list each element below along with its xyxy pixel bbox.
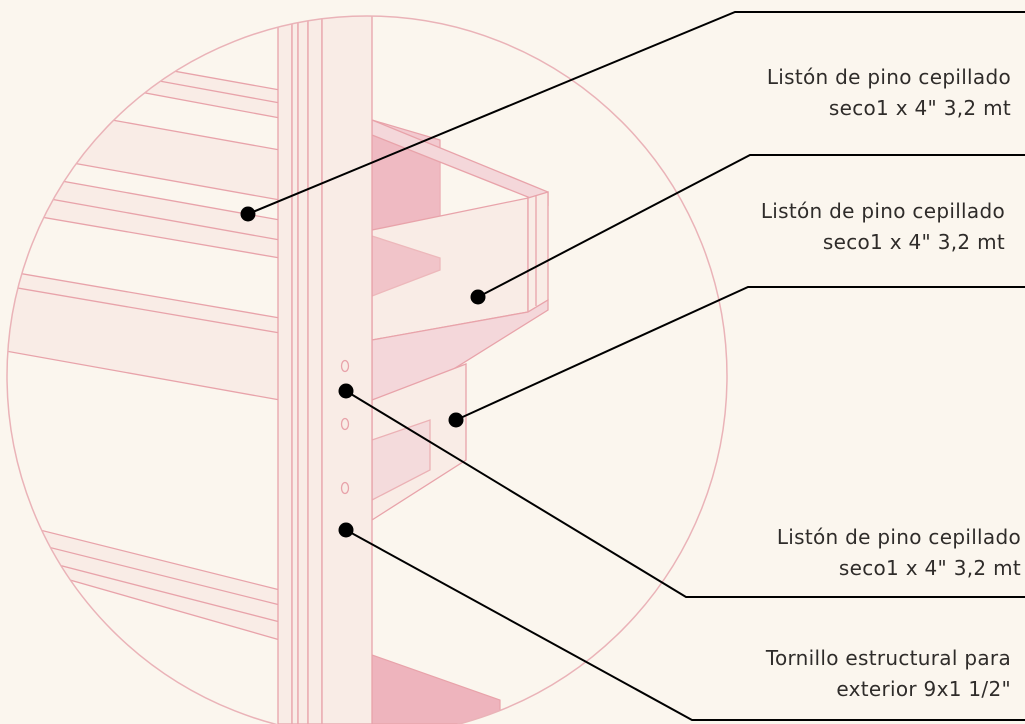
callout-dot-3 — [448, 412, 464, 428]
callout-dot-1 — [240, 206, 256, 222]
callout-label-4: Tornillo estructural para exterior 9x1 1… — [766, 643, 1011, 705]
callout-dots — [240, 206, 486, 538]
callout-label-2-line2: seco1 x 4" 3,2 mt — [822, 230, 1005, 254]
leader-line-5 — [345, 529, 1025, 721]
callout-label-4-line2: exterior 9x1 1/2" — [836, 677, 1011, 701]
callout-label-3-line1: Listón de pino cepillado — [776, 525, 1021, 549]
callout-label-1-line1: Listón de pino cepillado — [766, 65, 1011, 89]
leader-line-4 — [345, 390, 1025, 598]
callout-dot-4 — [338, 383, 354, 399]
leader-lines — [247, 11, 1025, 721]
callout-label-4-line1: Tornillo estructural para — [765, 646, 1011, 670]
callout-label-2: Listón de pino cepillado seco1 x 4" 3,2 … — [761, 196, 1005, 258]
callout-dot-5 — [338, 522, 354, 538]
callout-dot-2 — [470, 289, 486, 305]
screw-holes — [340, 359, 350, 495]
main-post — [277, 16, 373, 724]
callout-label-1: Listón de pino cepillado seco1 x 4" 3,2 … — [767, 62, 1011, 124]
callout-label-3: Listón de pino cepillado seco1 x 4" 3,2 … — [777, 522, 1021, 584]
callout-label-1-line2: seco1 x 4" 3,2 mt — [828, 96, 1011, 120]
leader-line-3 — [455, 286, 1025, 421]
detail-circle-outline — [6, 15, 728, 724]
leader-line-1 — [247, 11, 1025, 215]
callout-label-3-line2: seco1 x 4" 3,2 mt — [838, 556, 1021, 580]
leader-line-2 — [477, 154, 1025, 298]
rear-shadow — [372, 130, 440, 240]
callout-label-2-line1: Listón de pino cepillado — [760, 199, 1005, 223]
